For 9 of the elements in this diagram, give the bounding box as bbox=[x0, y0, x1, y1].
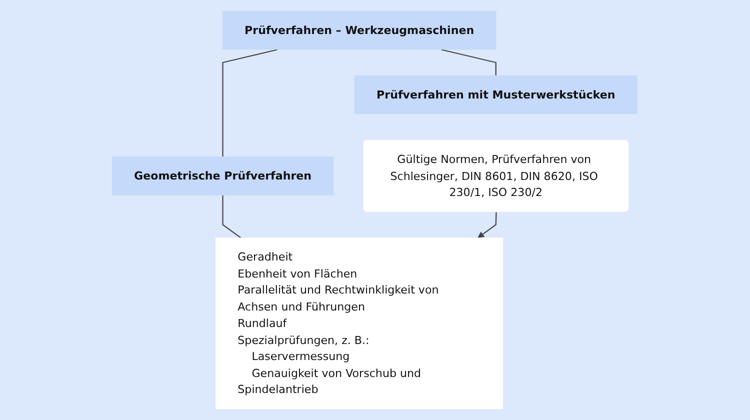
arrow bbox=[478, 212, 498, 238]
node-box: Gültige Normen, Prüfverfahren von Schlesinger, DIN 8601, DIN 8620, ISO 230/1, ISO 230/2 bbox=[364, 140, 629, 212]
node-box: Prüfverfahren mit Musterwerkstücken bbox=[354, 75, 638, 114]
node-box: Geradheit Ebenheit von Flächen Parallelität und Rechtwinkligkeit von Achsen und Führungen Rundlauf Spezialprüfungen, z. B.: Laservermessung Genauigkeit von Vorschub und Spindelantrieb bbox=[216, 238, 504, 410]
connector bbox=[222, 195, 242, 238]
node-box: Prüfverfahren – Werkzeugmaschinen bbox=[222, 10, 497, 50]
connector bbox=[222, 49, 278, 157]
connector bbox=[442, 49, 497, 76]
node-box: Geometrische Prüfverfahren bbox=[112, 156, 334, 196]
